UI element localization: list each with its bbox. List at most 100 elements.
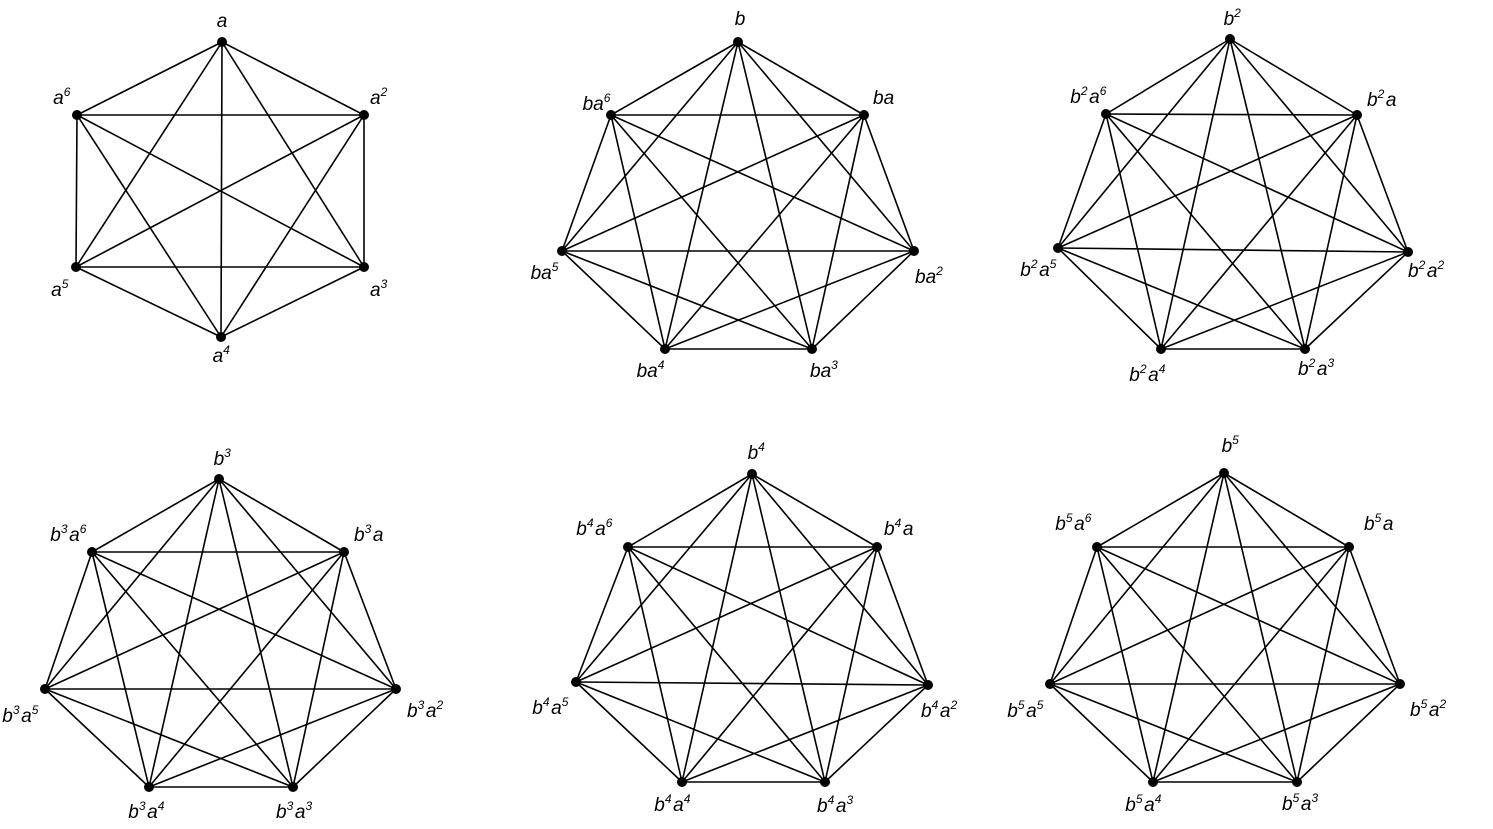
graph-edge <box>575 681 826 783</box>
vertex-label: b2 a <box>1367 87 1396 111</box>
graph-edge <box>1223 472 1298 783</box>
graph-b2: b2 b2 ab2 a2 b2 a3 b2 a4 b2 a5 b2 a6 <box>1020 6 1444 386</box>
graph-edge <box>218 478 294 788</box>
graph-edge <box>1096 546 1154 783</box>
graph-edge <box>561 114 612 252</box>
graph-edge <box>220 266 365 338</box>
graph-vertex <box>923 680 933 690</box>
graph-edge <box>1105 113 1409 253</box>
vertex-label: a2 <box>370 85 389 109</box>
graph-vertex <box>1292 777 1302 787</box>
vertex-label: b4 a6 <box>576 516 614 540</box>
graph-edge <box>1049 546 1350 685</box>
graph-edge <box>1096 472 1225 548</box>
graph-edge <box>91 551 397 690</box>
graph-vertex <box>660 344 670 354</box>
vertex-label: b4 a2 <box>921 698 959 722</box>
graph-edge <box>221 41 365 116</box>
graph-edge <box>664 114 865 350</box>
vertex-label: b5 a3 <box>1282 791 1320 815</box>
vertex-label: b4 a5 <box>532 695 570 719</box>
vertex-label: b5 a <box>1364 511 1393 535</box>
graph-edge <box>1057 247 1162 350</box>
graph-vertex <box>1300 344 1310 354</box>
graph-edge <box>292 551 345 788</box>
graph-edge <box>737 41 865 116</box>
graph-edge <box>1105 38 1231 115</box>
graph-edge <box>575 546 629 683</box>
graph-edge <box>91 478 220 553</box>
graph-vertex <box>1148 777 1158 787</box>
graph-b5: b5 b5 ab5 a2 b5 a3 b5 a4 b5 a5 b5 a6 <box>1007 433 1448 816</box>
graph-edge <box>1160 251 1409 350</box>
graph-vertex <box>1219 468 1229 478</box>
vertex-label: b5 a2 <box>1410 697 1448 721</box>
vertex-label: b4 a3 <box>817 793 855 817</box>
graph-edge <box>1152 683 1401 783</box>
graph-edge <box>1160 114 1358 350</box>
vertex-label: a <box>217 11 228 32</box>
graph-edge <box>1049 683 1298 783</box>
graph-vertex <box>820 777 830 787</box>
graph-edge <box>221 41 365 268</box>
graph-edge <box>1296 546 1350 783</box>
vertex-label: b2 <box>1224 6 1243 30</box>
graph-vertex <box>391 684 401 694</box>
graph-edge <box>148 688 397 788</box>
graph-edge <box>1223 472 1401 685</box>
graph-edge <box>1356 114 1409 253</box>
graph-edge <box>1057 38 1231 249</box>
graph-vertex <box>87 547 97 557</box>
graph-edge <box>751 473 826 783</box>
graph-vertex <box>606 110 616 120</box>
graph-edge <box>561 114 865 252</box>
graph-edge <box>610 114 915 252</box>
graph-edge <box>1105 113 1162 350</box>
graph-edge <box>76 114 365 268</box>
graph-edge <box>737 41 915 252</box>
graph-edge <box>1049 546 1098 685</box>
graph-vertex <box>339 547 349 557</box>
graph-vertex <box>216 332 226 342</box>
graph-edge <box>575 681 929 686</box>
graph-vertex <box>1403 247 1413 257</box>
vertex-label: b5 a5 <box>1007 698 1045 722</box>
graph-vertex <box>214 474 224 484</box>
vertex-label: ba6 <box>583 91 612 115</box>
graph-vertex <box>40 684 50 694</box>
graph-vertex <box>288 782 298 792</box>
graph-edge <box>218 478 345 553</box>
graph-edge <box>561 250 813 350</box>
vertex-label: b3 a4 <box>128 799 166 823</box>
vertex-label: b3 a2 <box>407 698 445 722</box>
graph-vertex <box>1045 679 1055 689</box>
graph-edge <box>148 478 220 788</box>
graph-edge <box>1057 113 1107 249</box>
graph-edge <box>811 114 865 350</box>
graph-edge <box>1223 472 1350 548</box>
graph-edge <box>1348 546 1401 685</box>
graph-vertex <box>1225 34 1235 44</box>
graph-edge <box>1304 114 1358 350</box>
graph-edge <box>575 473 753 683</box>
vertex-label: b5 a6 <box>1055 511 1093 535</box>
graph-vertex <box>1395 679 1405 689</box>
graph-edge <box>561 41 739 252</box>
graph-vertex <box>1352 110 1362 120</box>
vertex-label: a5 <box>51 277 70 301</box>
graph-edge <box>44 478 220 690</box>
graph-edge <box>91 551 294 788</box>
vertex-label: b5 a4 <box>1125 792 1163 816</box>
graph-a: aa2 a3 a4 a5 a6 <box>51 11 389 367</box>
graph-edge <box>1105 113 1306 350</box>
graph-edge <box>824 546 878 783</box>
graph-vertex <box>733 37 743 47</box>
graph-b4: b4 b4 ab4 a2 b4 a3 b4 a4 b4 a5 b4 a6 <box>532 440 959 817</box>
graph-edge <box>75 41 223 268</box>
graph-vertex <box>1092 542 1102 552</box>
vertex-label: ba4 <box>637 358 666 382</box>
graph-vertex <box>623 542 633 552</box>
graph-edge <box>44 688 150 788</box>
